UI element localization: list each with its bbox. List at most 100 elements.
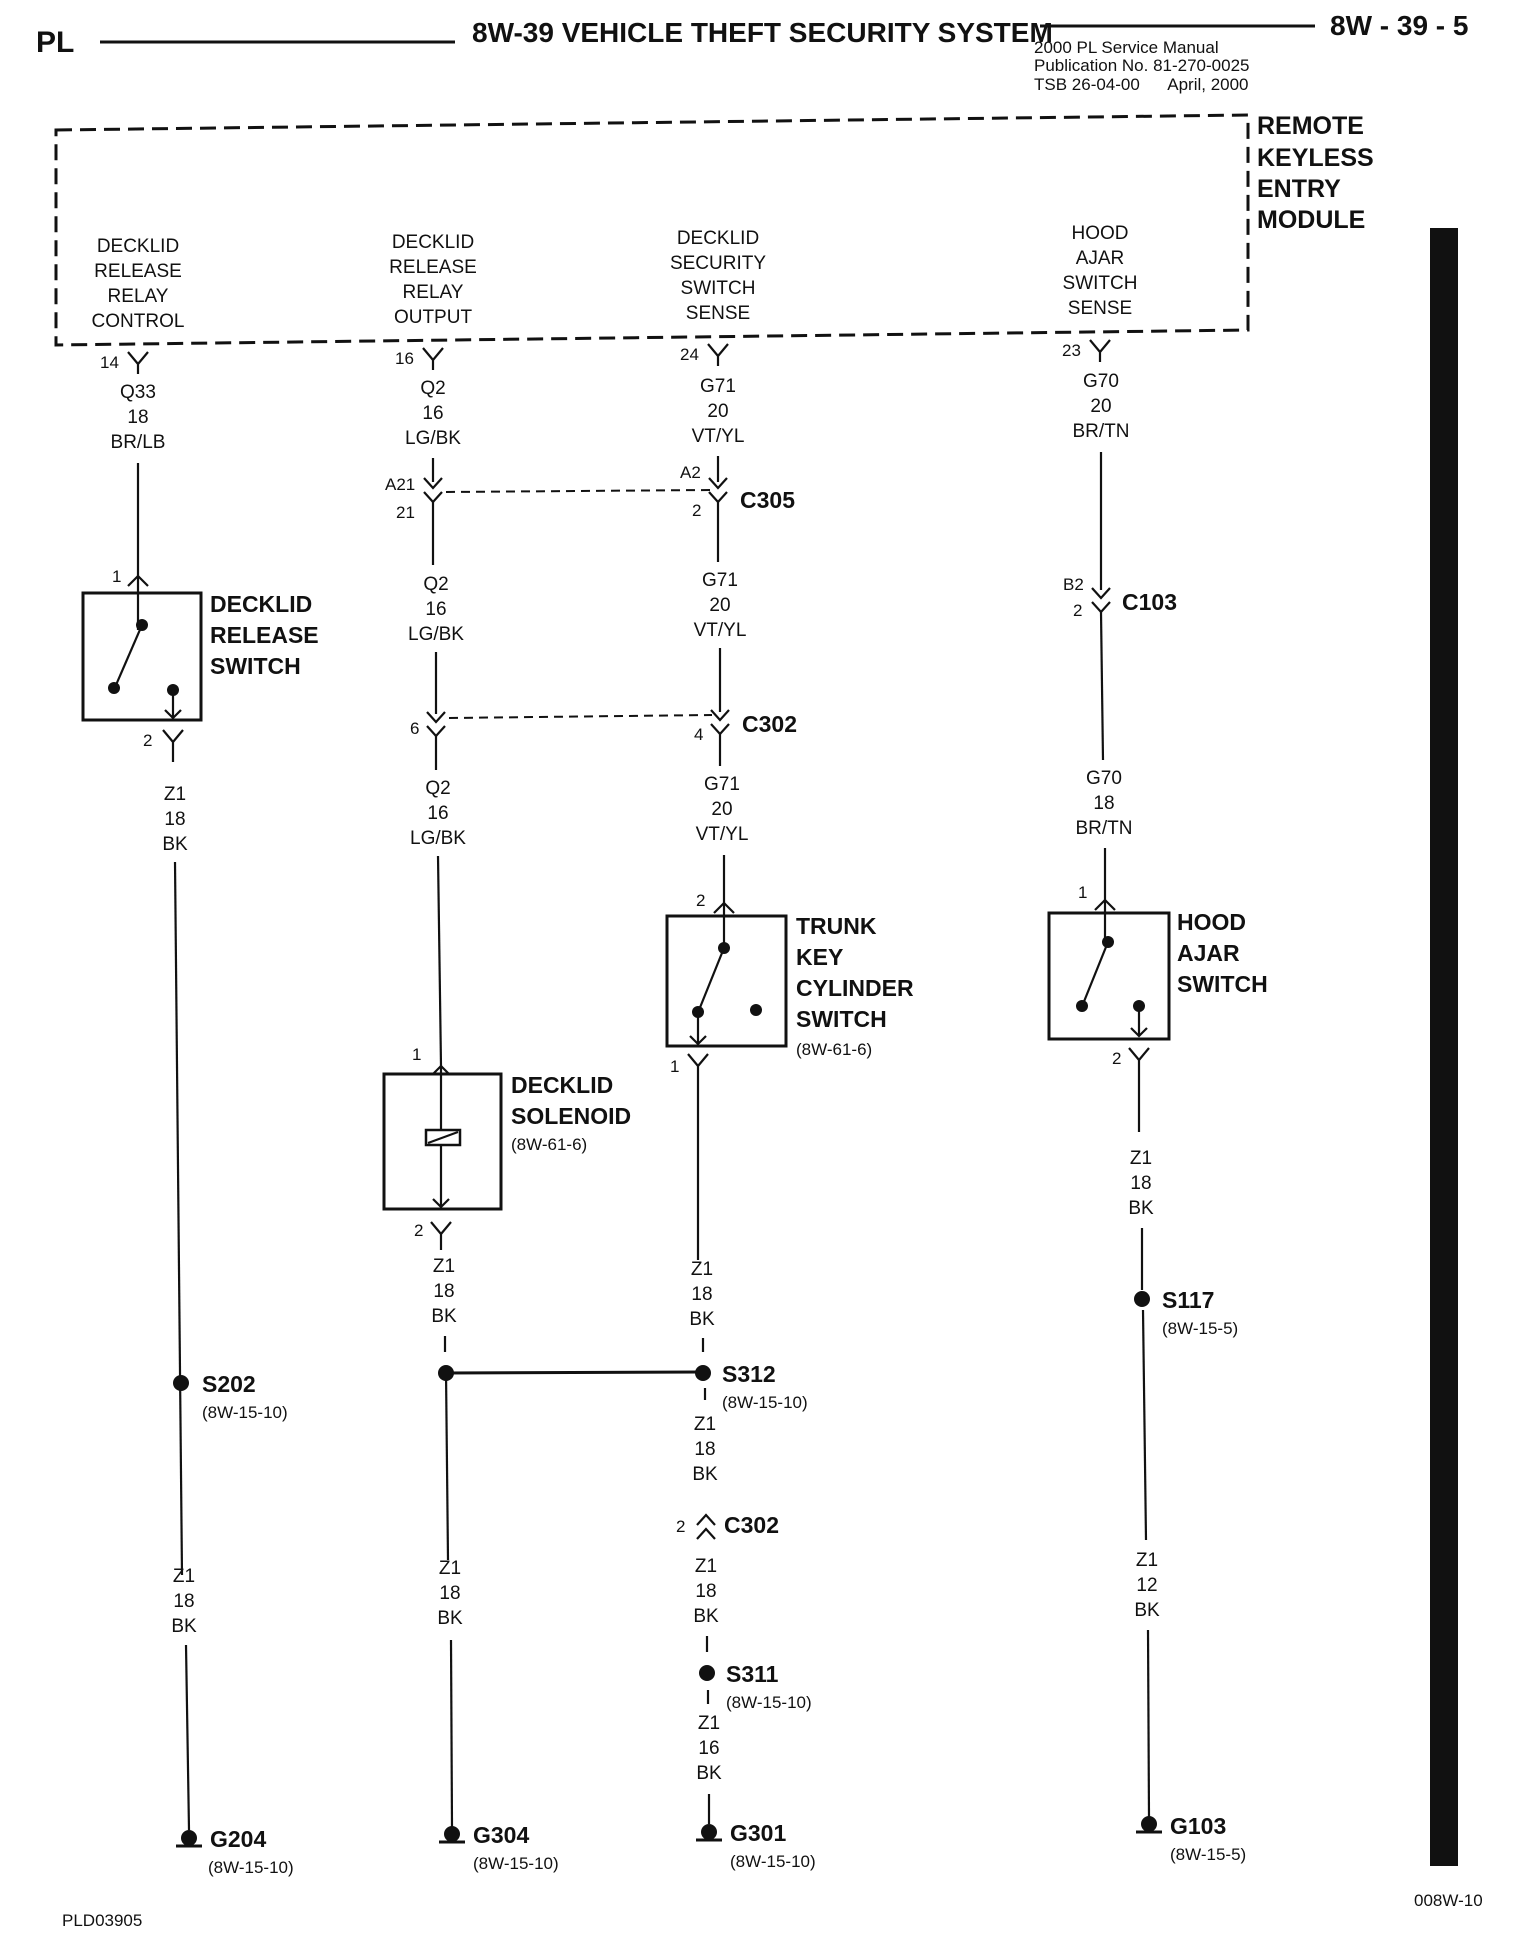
hood-switch-label-3: SWITCH [1177, 971, 1268, 997]
trunk-switch-label-3: CYLINDER [796, 975, 914, 1001]
trunk-switch-contact-b [750, 1004, 762, 1016]
module-name-2: KEYLESS [1257, 144, 1374, 172]
wire-c4-mid-gauge: 18 [1093, 793, 1114, 814]
wire-c1-bot-gauge: 18 [173, 1591, 194, 1612]
solenoid-ref: (8W-61-6) [511, 1135, 587, 1154]
splice-s202-dot [173, 1375, 189, 1391]
trunk-switch-blade [697, 947, 726, 1011]
solenoid-label-1: DECKLID [511, 1072, 613, 1098]
wire-c4-bot-gauge: 12 [1136, 1575, 1157, 1596]
pin-label-4a: HOOD [1072, 223, 1129, 244]
ground-g301: G301 [730, 1820, 786, 1846]
wire-c2-mid-gauge: 16 [425, 599, 446, 620]
trunk-key-cylinder-switch [665, 914, 788, 1048]
wire-c1-mid-color: BK [162, 834, 188, 855]
wire-c1-bot-code: Z1 [173, 1566, 195, 1587]
wire-c3-c302-gauge: 18 [695, 1581, 716, 1602]
c302-lower-pin-2: 2 [676, 1517, 685, 1536]
c103-pin-2: 2 [1073, 601, 1082, 620]
wire-c3-mid-gauge: 20 [709, 595, 730, 616]
splice-s312: S312 [722, 1361, 776, 1387]
splice-s312-dot [695, 1365, 711, 1381]
pin-label-3c: SWITCH [681, 278, 756, 299]
wire-c3-top-code: G71 [700, 376, 736, 397]
module-name-4: MODULE [1257, 206, 1365, 234]
wire-c2-low-color: LG/BK [410, 828, 466, 849]
ground-g301-symbol [696, 1824, 722, 1842]
switch1-pin-bottom: 2 [143, 731, 152, 750]
ground-g103-symbol [1136, 1816, 1162, 1834]
c302-right-symbol [710, 709, 730, 736]
c302-pin-6: 6 [410, 719, 419, 738]
splice-s117-ref: (8W-15-5) [1162, 1319, 1238, 1338]
wire-c1-top-color: BR/LB [111, 432, 166, 453]
pin-symbol-2 [422, 347, 444, 370]
hood-switch-pin-bottom-symbol [1128, 1047, 1150, 1132]
pin-label-3a: DECKLID [677, 228, 759, 249]
page-number: 8W - 39 - 5 [1330, 10, 1468, 41]
wire-c3-top-color: VT/YL [692, 426, 745, 447]
hood-switch-blade [1081, 941, 1110, 1005]
splice-s202: S202 [202, 1371, 256, 1397]
trunk-switch-label-2: KEY [796, 944, 843, 970]
pin-label-1a: DECKLID [97, 236, 179, 257]
wire-c3-mid-color: VT/YL [694, 620, 747, 641]
footer-right: 008W-10 [1414, 1891, 1483, 1910]
ground-g304-ref: (8W-15-10) [473, 1854, 559, 1873]
page-title: 8W-39 VEHICLE THEFT SECURITY SYSTEM [472, 17, 1053, 48]
wire-c2-top-gauge: 16 [422, 403, 443, 424]
publication-line-1: 2000 PL Service Manual [1034, 38, 1219, 57]
rke-module-outline [54, 113, 1250, 347]
wire-c2-sol-color: BK [431, 1306, 457, 1327]
wire-c3-top-gauge: 20 [707, 401, 728, 422]
wire-c2-segment-6 [444, 1371, 450, 1561]
pin-label-4c: SWITCH [1063, 273, 1138, 294]
wire-c2-sol-gauge: 18 [433, 1281, 454, 1302]
wire-c2-bot-color: BK [437, 1608, 463, 1629]
wire-c4-mid-code: G70 [1086, 768, 1122, 789]
trunk-switch-lead-bottom [689, 1012, 707, 1046]
publication-line-3: TSB 26-04-00 April, 2000 [1034, 75, 1249, 94]
wire-c4-sw-gauge: 18 [1130, 1173, 1151, 1194]
wire-c2-mid-color: LG/BK [408, 624, 464, 645]
trunk-switch-ref: (8W-61-6) [796, 1040, 872, 1059]
trunk-switch-label-4: SWITCH [796, 1006, 887, 1032]
wire-c3-s312-gauge: 18 [694, 1439, 715, 1460]
pin-symbol-1 [127, 351, 149, 374]
ground-g103: G103 [1170, 1813, 1226, 1839]
solenoid-lead-bottom [432, 1145, 450, 1209]
pin-number-3: 24 [680, 345, 699, 364]
ground-g204-symbol [176, 1830, 202, 1848]
ground-g204-ref: (8W-15-10) [208, 1858, 294, 1877]
wire-c4-top-color: BR/TN [1073, 421, 1130, 442]
wire-c3-s312-code: Z1 [694, 1414, 716, 1435]
c103-symbol [1091, 587, 1111, 614]
hood-switch-label-2: AJAR [1177, 940, 1240, 966]
pin-label-2d: OUTPUT [394, 307, 473, 328]
wire-c1-segment-3 [184, 1644, 191, 1831]
wire-c4-bot-color: BK [1134, 1600, 1160, 1621]
wire-c4-sw-color: BK [1128, 1198, 1154, 1219]
wire-c3-s311-gauge: 16 [698, 1738, 719, 1759]
splice-s117: S117 [1162, 1287, 1214, 1313]
splice-s311: S311 [726, 1661, 779, 1687]
c305-pin-a2: A2 [680, 463, 701, 482]
pin-label-4b: AJAR [1076, 248, 1125, 269]
wire-c1-segment-2 [173, 861, 184, 1576]
solenoid-label-2: SOLENOID [511, 1103, 631, 1129]
ground-g304-symbol [439, 1826, 465, 1844]
hood-switch-contact-a [1076, 1000, 1088, 1012]
wire-c4-mid-color: BR/TN [1076, 818, 1133, 839]
c305-pin-a21: A21 [385, 475, 415, 494]
pin-symbol-4 [1089, 339, 1111, 362]
splice-s312-bridge [445, 1370, 703, 1375]
wire-c3-s312-color: BK [692, 1464, 718, 1485]
c302-lower-symbol [696, 1513, 716, 1540]
hood-switch-pin-bottom: 2 [1112, 1049, 1121, 1068]
c302-left-symbol [426, 711, 446, 738]
switch1-contact-a [108, 682, 120, 694]
wire-c3-low-color: VT/YL [696, 824, 749, 845]
publication-line-2: Publication No. 81-270-0025 [1034, 56, 1249, 75]
wire-c4-segment-5 [1141, 1309, 1148, 1541]
